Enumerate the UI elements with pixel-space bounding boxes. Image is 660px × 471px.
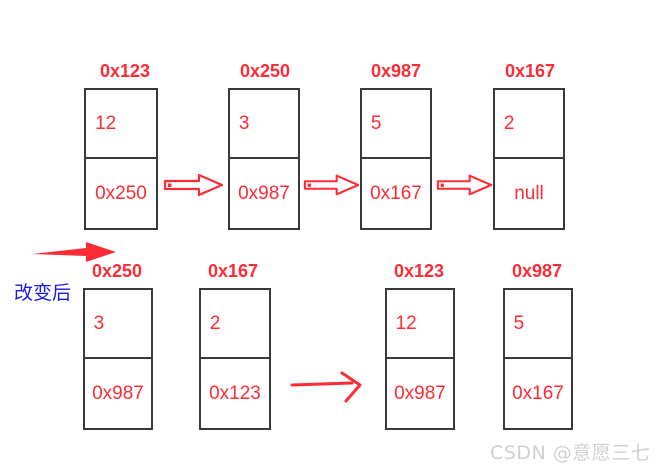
node-r2n3: 12 0x987 (385, 288, 455, 430)
node-r2n1: 3 0x987 (83, 288, 153, 430)
node-next-r1n1: 0x250 (95, 183, 147, 204)
address-label-r1n2: 0x250 (240, 61, 291, 81)
node-next-cell-r1n1: 0x250 (86, 159, 156, 228)
node-next-r2n3: 0x987 (394, 383, 446, 404)
address-label-r2n3: 0x123 (394, 261, 445, 281)
node-value-cell-r1n4: 2 (495, 90, 563, 159)
hollow-arrow-right-r1a1 (163, 173, 224, 197)
node-next-r2n1: 0x987 (92, 383, 144, 404)
hollow-arrow-right-r1a2 (303, 174, 360, 196)
node-next-cell-r2n2: 0x123 (201, 359, 269, 428)
node-value-r2n3: 12 (395, 313, 417, 334)
node-value-r1n2: 3 (238, 113, 250, 134)
node-next-cell-r2n1: 0x987 (85, 359, 151, 428)
csdn-watermark: CSDN @意愿三七 (490, 442, 651, 464)
node-next-r2n4: 0x167 (512, 383, 564, 404)
address-label-r2n2: 0x167 (208, 261, 259, 281)
node-next-r1n4: null (514, 183, 544, 204)
node-value-r1n1: 12 (95, 113, 117, 134)
node-value-cell-r2n2: 2 (201, 290, 269, 359)
node-r2n4: 5 0x167 (503, 288, 573, 430)
address-label-r1n4: 0x167 (505, 61, 556, 81)
address-label-r2n4: 0x987 (512, 261, 563, 281)
node-next-cell-r2n4: 0x167 (505, 359, 571, 428)
node-next-r1n2: 0x987 (238, 183, 290, 204)
node-r2n2: 2 0x123 (199, 288, 271, 430)
node-r1n3: 5 0x167 (360, 88, 432, 230)
address-label-r1n3: 0x987 (371, 61, 422, 81)
node-value-r1n3: 5 (370, 113, 382, 134)
node-value-cell-r1n3: 5 (362, 90, 430, 159)
node-r1n1: 12 0x250 (84, 88, 158, 230)
hollow-arrow-right-r1a3 (436, 174, 493, 196)
node-value-cell-r2n3: 12 (387, 290, 453, 359)
node-next-r1n3: 0x167 (370, 183, 422, 204)
node-value-r2n4: 5 (513, 313, 525, 334)
address-label-r1n1: 0x123 (100, 61, 151, 81)
node-value-r2n2: 2 (209, 313, 221, 334)
bold-red-arrow-icon (32, 242, 116, 262)
node-value-r2n1: 3 (93, 313, 105, 334)
node-value-cell-r1n1: 12 (86, 90, 156, 159)
line-arrow-right-r2a1 (290, 371, 362, 403)
node-next-cell-r1n3: 0x167 (362, 159, 430, 228)
node-r1n2: 3 0x987 (228, 88, 300, 230)
node-r1n4: 2 null (493, 88, 565, 230)
node-next-r2n2: 0x123 (209, 383, 261, 404)
node-next-cell-r1n4: null (495, 159, 563, 228)
node-value-cell-r2n4: 5 (505, 290, 571, 359)
node-value-cell-r2n1: 3 (85, 290, 151, 359)
node-next-cell-r2n3: 0x987 (387, 359, 453, 428)
node-value-cell-r1n2: 3 (230, 90, 298, 159)
address-label-r2n1: 0x250 (92, 261, 143, 281)
node-value-r1n4: 2 (503, 113, 515, 134)
node-next-cell-r1n2: 0x987 (230, 159, 298, 228)
after-change-annotation: 改变后 (14, 282, 72, 304)
